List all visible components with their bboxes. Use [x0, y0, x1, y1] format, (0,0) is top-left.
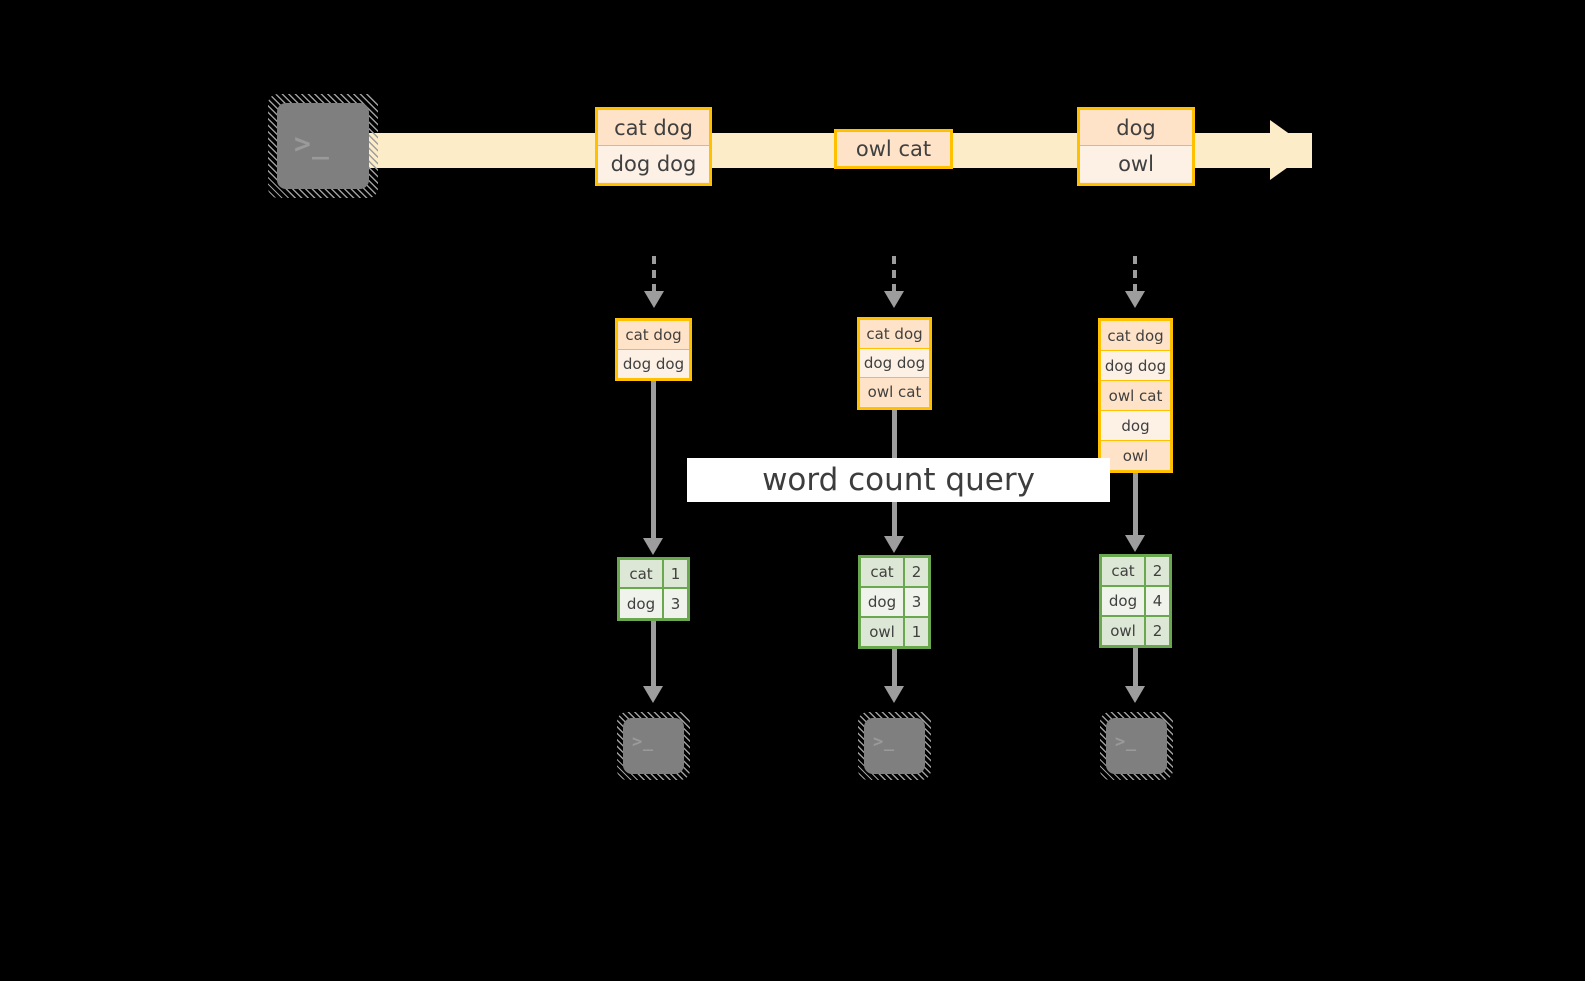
result-row: cat 1 — [620, 560, 687, 589]
result-row: owl 1 — [861, 618, 928, 646]
ingress-arrow-head-3 — [1125, 291, 1145, 308]
result-word-cell: dog — [861, 588, 905, 616]
terminal-face — [864, 718, 925, 774]
stream-arrow-head — [1270, 120, 1312, 180]
result-row: cat 2 — [1102, 557, 1169, 587]
result-count-cell: 2 — [905, 558, 928, 586]
query-label: word count query — [687, 458, 1110, 502]
ingress-dashed-line-1 — [652, 256, 656, 292]
query-connector-line-3 — [1133, 473, 1138, 539]
result-row: cat 2 — [861, 558, 928, 588]
sink-terminal-icon-2[interactable]: >_ — [858, 712, 931, 780]
sink-terminal-icon-3[interactable]: >_ — [1100, 712, 1173, 780]
ingress-dashed-line-3 — [1133, 256, 1137, 292]
result-table-1[interactable]: cat 1 dog 3 — [617, 557, 690, 621]
stream-event-batch-1[interactable]: cat dog dog dog — [595, 107, 712, 186]
terminal-face — [623, 718, 684, 774]
sink-connector-line-3 — [1133, 648, 1138, 690]
result-row: dog 3 — [620, 589, 687, 618]
terminal-prompt-glyph: >_ — [294, 127, 330, 160]
result-word-cell: cat — [620, 560, 664, 587]
terminal-prompt-glyph: >_ — [1115, 732, 1137, 752]
accumulated-row: owl cat — [860, 378, 929, 406]
query-connector-line-1 — [651, 381, 656, 542]
accumulated-row: owl cat — [1101, 381, 1170, 411]
result-row: owl 2 — [1102, 617, 1169, 645]
query-connector-arrow-3 — [1125, 535, 1145, 552]
result-table-3[interactable]: cat 2 dog 4 owl 2 — [1099, 554, 1172, 648]
result-count-cell: 3 — [905, 588, 928, 616]
accumulated-row: dog — [1101, 411, 1170, 441]
result-word-cell: owl — [861, 618, 905, 646]
accumulated-row: dog dog — [618, 350, 689, 378]
result-count-cell: 2 — [1146, 557, 1169, 585]
result-row: dog 4 — [1102, 587, 1169, 617]
result-word-cell: owl — [1102, 617, 1146, 645]
stream-event-batch-3[interactable]: dog owl — [1077, 107, 1195, 186]
accumulated-row: dog dog — [1101, 351, 1170, 381]
result-count-cell: 4 — [1146, 587, 1169, 615]
accumulated-table-3[interactable]: cat dog dog dog owl cat dog owl — [1098, 318, 1173, 473]
result-word-cell: dog — [1102, 587, 1146, 615]
stream-event-line: dog — [1080, 110, 1192, 146]
accumulated-row: owl — [1101, 441, 1170, 470]
result-count-cell: 1 — [664, 560, 687, 587]
stream-event-line: dog dog — [598, 146, 709, 182]
ingress-arrow-head-2 — [884, 291, 904, 308]
query-connector-arrow-2 — [884, 536, 904, 553]
sink-connector-arrow-1 — [643, 686, 663, 703]
accumulated-row: cat dog — [618, 321, 689, 350]
result-word-cell: cat — [861, 558, 905, 586]
sink-connector-arrow-3 — [1125, 686, 1145, 703]
query-connector-arrow-1 — [643, 538, 663, 555]
ingress-arrow-head-1 — [644, 291, 664, 308]
result-word-cell: cat — [1102, 557, 1146, 585]
result-word-cell: dog — [620, 589, 664, 618]
result-table-2[interactable]: cat 2 dog 3 owl 1 — [858, 555, 931, 649]
stream-event-batch-2[interactable]: owl cat — [834, 129, 953, 169]
stream-event-line: cat dog — [598, 110, 709, 146]
result-row: dog 3 — [861, 588, 928, 618]
result-count-cell: 2 — [1146, 617, 1169, 645]
sink-connector-arrow-2 — [884, 686, 904, 703]
accumulated-table-2[interactable]: cat dog dog dog owl cat — [857, 317, 932, 410]
accumulated-table-1[interactable]: cat dog dog dog — [615, 318, 692, 381]
terminal-prompt-glyph: >_ — [873, 732, 895, 752]
result-count-cell: 1 — [905, 618, 928, 646]
terminal-face — [277, 103, 369, 189]
ingress-dashed-line-2 — [892, 256, 896, 292]
source-terminal-icon[interactable]: >_ — [268, 94, 378, 198]
stream-event-line: owl — [1080, 146, 1192, 182]
accumulated-row: cat dog — [860, 320, 929, 349]
stream-event-line: owl cat — [837, 132, 950, 166]
sink-terminal-icon-1[interactable]: >_ — [617, 712, 690, 780]
result-count-cell: 3 — [664, 589, 687, 618]
terminal-prompt-glyph: >_ — [632, 732, 654, 752]
sink-connector-line-2 — [892, 649, 897, 690]
terminal-face — [1106, 718, 1167, 774]
sink-connector-line-1 — [651, 621, 656, 690]
accumulated-row: cat dog — [1101, 321, 1170, 351]
accumulated-row: dog dog — [860, 349, 929, 378]
